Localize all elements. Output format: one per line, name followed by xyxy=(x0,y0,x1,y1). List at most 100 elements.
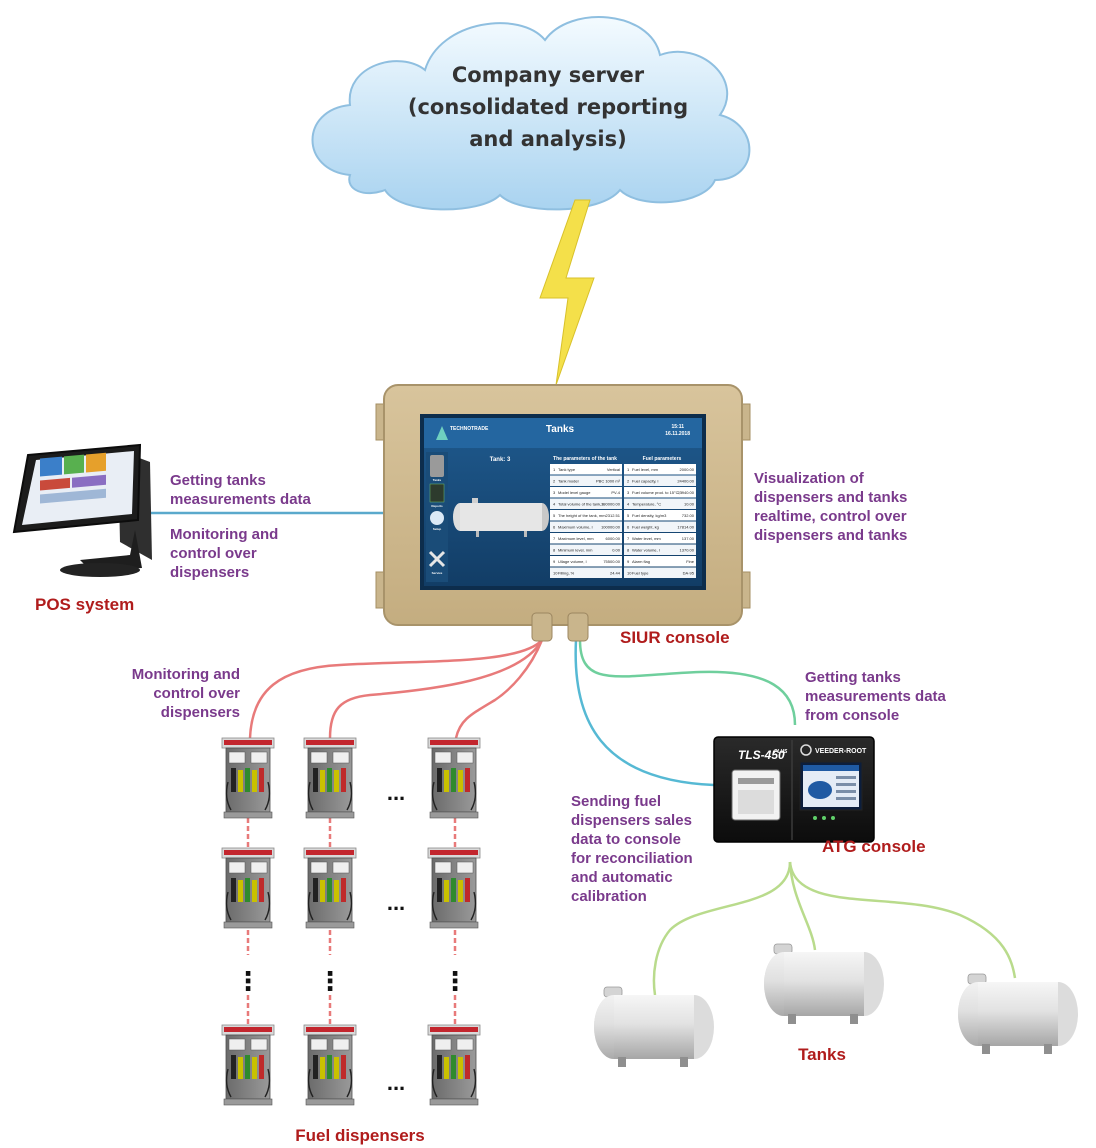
table-cell-value: 732.00 xyxy=(682,513,695,518)
dispenser-grid xyxy=(221,737,481,1106)
atg-console xyxy=(713,736,875,843)
cloud-line-2: (consolidated reporting xyxy=(408,95,688,119)
dispenser xyxy=(427,847,481,929)
table-row xyxy=(550,487,622,498)
sidebar-service-icon[interactable] xyxy=(428,550,446,568)
table-cell-n: 3 xyxy=(553,490,556,495)
table-cell-n: 9 xyxy=(627,559,630,564)
visualization-line-1: Visualization of xyxy=(754,470,865,487)
table-cell-value: 137.00 xyxy=(682,536,695,541)
table-cell-n: 2 xyxy=(627,479,630,484)
table-row xyxy=(550,567,622,578)
atg-getting-line-1: Getting tanks xyxy=(805,669,901,686)
dispenser xyxy=(221,847,275,929)
atg-console-label: ATG console xyxy=(822,837,926,856)
table-cell-n: 5 xyxy=(553,513,556,518)
table-row xyxy=(624,567,696,578)
table-row xyxy=(550,510,622,521)
tank-number-label: Tank: 3 xyxy=(490,457,511,463)
table-cell-value: Vertical xyxy=(607,467,620,472)
table-cell-n: 6 xyxy=(627,525,630,530)
table-cell-name: Filling, % xyxy=(558,571,575,576)
dispenser xyxy=(427,737,481,819)
table-cell-n: 9 xyxy=(553,559,556,564)
table-cell-value: DA-95 xyxy=(683,571,695,576)
dispensers-note-line-3: dispensers xyxy=(161,704,240,721)
sidebar-tanks-icon[interactable] xyxy=(430,455,444,477)
cloud-line-3: and analysis) xyxy=(469,127,626,151)
screen-tank-image xyxy=(453,498,549,537)
table-row xyxy=(550,498,622,509)
table-row xyxy=(624,510,696,521)
pos-monitoring-line-3: dispensers xyxy=(170,564,249,581)
table-row xyxy=(624,544,696,555)
dispenser-vellipsis-col-3: ⋮ xyxy=(442,967,468,997)
table-cell-name: Maximum level, mm xyxy=(558,536,594,541)
atg-blue-line xyxy=(574,639,715,787)
fuel-params-header: Fuel parameters xyxy=(643,456,682,462)
dispenser xyxy=(427,1024,481,1106)
table-cell-name: Alarm flag xyxy=(632,559,650,564)
table-cell-value: 380000.00 xyxy=(601,502,621,507)
tank xyxy=(763,943,885,1025)
table-cell-name: Ullage volume, l xyxy=(558,559,587,564)
table-cell-n: 8 xyxy=(627,548,630,553)
table-cell-value: 0.00 xyxy=(612,548,621,553)
table-cell-value: 2312.51 xyxy=(606,513,621,518)
dispenser xyxy=(303,737,357,819)
table-cell-n: 10 xyxy=(627,571,632,576)
table-cell-name: Fuel weight, kg xyxy=(632,525,659,530)
dispenser-vellipsis-col-2: ⋮ xyxy=(317,967,343,997)
table-row xyxy=(550,464,622,475)
table-cell-name: Total volume of the tank, l xyxy=(558,502,603,507)
tank xyxy=(957,973,1079,1055)
cloud-line-1: Company server xyxy=(452,63,645,87)
dispenser xyxy=(221,737,275,819)
table-cell-n: 7 xyxy=(627,536,630,541)
table-cell-value: 1370.00 xyxy=(680,548,695,553)
table-cell-name: The height of the tank, mm xyxy=(558,513,606,518)
table-cell-name: Tank model xyxy=(558,479,579,484)
table-row xyxy=(624,475,696,486)
dispenser-connection-lines xyxy=(246,639,544,1025)
table-cell-n: 8 xyxy=(553,548,556,553)
atg-brand: VEEDER-ROOT xyxy=(815,748,867,755)
visualization-line-4: dispensers and tanks xyxy=(754,527,907,544)
veeder-root-logo-icon xyxy=(800,744,812,756)
visualization-line-3: realtime, control over xyxy=(754,508,907,525)
dispenser xyxy=(303,1024,357,1106)
table-cell-value: 2000.00 xyxy=(680,467,695,472)
table-cell-name: Model level gauge xyxy=(558,490,591,495)
table-cell-name: Fuel capacity, l xyxy=(632,479,658,484)
table-cell-name: Fuel density, kg/m3 xyxy=(632,513,667,518)
atg-sending-line-5: and automatic xyxy=(571,869,673,886)
sidebar-label-tanks: Tanks xyxy=(433,478,442,482)
table-row xyxy=(624,521,696,532)
sidebar-setup-icon[interactable] xyxy=(430,511,444,525)
atg-model: TLS-450 xyxy=(738,748,785,762)
sidebar-label-reports: Reports xyxy=(431,504,443,508)
table-row xyxy=(624,498,696,509)
table-row xyxy=(550,521,622,532)
sidebar-reports-icon[interactable] xyxy=(429,483,445,503)
visualization-line-2: dispensers and tanks xyxy=(754,489,907,506)
table-cell-name: Fuel level, mm xyxy=(632,467,659,472)
sidebar-label-service: Service xyxy=(432,571,443,575)
atg-sending-line-4: for reconciliation xyxy=(571,850,693,867)
pos-monitoring-line-2: control over xyxy=(170,545,257,562)
table-cell-n: 1 xyxy=(553,467,556,472)
table-cell-name: Water level, mm xyxy=(632,536,661,541)
table-cell-name: Tank type xyxy=(558,467,576,472)
table-row xyxy=(624,556,696,567)
table-cell-value: PBC 1000 m³ xyxy=(596,479,621,484)
table-cell-n: 6 xyxy=(553,525,556,530)
sidebar-label-setup: Setup xyxy=(433,527,442,531)
table-cell-name: Temperature, °C xyxy=(632,502,661,507)
pos-system-label: POS system xyxy=(35,595,134,614)
table-row xyxy=(550,533,622,544)
table-cell-name: Fuel volume prod. to 15°C, l xyxy=(632,490,682,495)
table-row xyxy=(550,556,622,567)
table-cell-name: Water volume, l xyxy=(632,548,660,553)
table-row xyxy=(550,475,622,486)
